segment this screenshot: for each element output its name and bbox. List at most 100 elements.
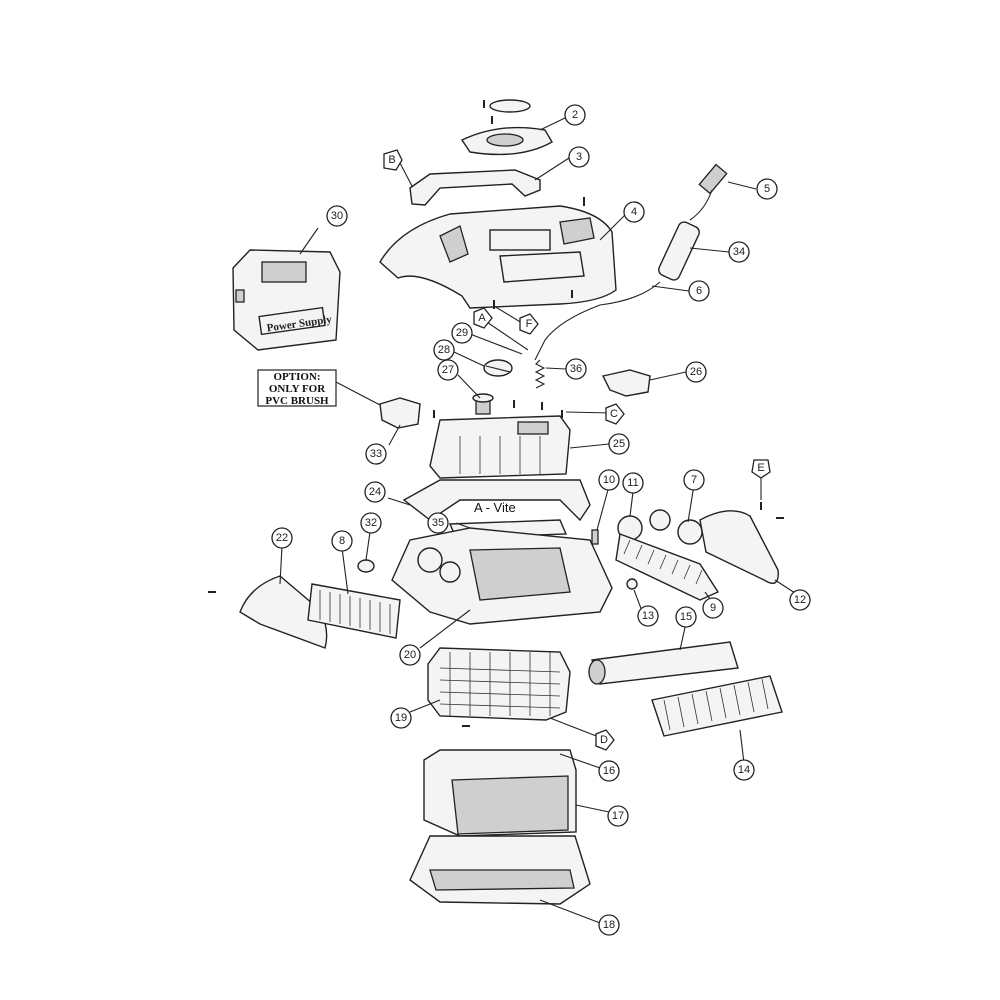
option-note-line1: OPTION: (273, 371, 320, 383)
callout-17: 17 (607, 805, 629, 827)
svg-text:E: E (757, 462, 764, 474)
callout-3: 3 (568, 146, 590, 168)
callout-8: 8 (331, 530, 353, 552)
callout-circles: 2 3 4 5 6 7 8 9 10 11 12 13 14 15 16 17 … (271, 104, 811, 936)
callout-20: 20 (399, 644, 421, 666)
svg-text:6: 6 (696, 285, 702, 297)
callout-35: 35 (427, 512, 449, 534)
callout-18: 18 (598, 914, 620, 936)
svg-text:28: 28 (438, 344, 450, 356)
svg-text:7: 7 (691, 474, 697, 486)
svg-text:F: F (526, 318, 533, 330)
part-33-clip (379, 397, 421, 429)
part-30-power-supply: Power Supply (232, 249, 341, 351)
part-25-motor-block (429, 415, 571, 479)
svg-text:36: 36 (570, 363, 582, 375)
part-3-handle (409, 169, 541, 206)
svg-text:34: 34 (733, 246, 745, 258)
svg-text:32: 32 (365, 517, 377, 529)
callout-34: 34 (728, 241, 750, 263)
tag-D: D (595, 729, 615, 751)
letter-tags: B F A C E D (383, 149, 771, 751)
svg-text:26: 26 (690, 366, 702, 378)
svg-text:11: 11 (627, 477, 638, 489)
svg-text:13: 13 (642, 610, 654, 622)
part-8-left-track (307, 583, 401, 639)
tag-E: E (751, 459, 771, 479)
part-34-swivel (658, 221, 700, 281)
part-14-brush (651, 675, 783, 737)
svg-text:24: 24 (369, 486, 381, 498)
svg-text:22: 22 (276, 532, 288, 544)
callout-27: 27 (437, 359, 459, 381)
callout-32: 32 (360, 512, 382, 534)
svg-text:3: 3 (576, 151, 582, 163)
svg-text:17: 17 (612, 810, 624, 822)
callout-26: 26 (685, 361, 707, 383)
svg-text:10: 10 (603, 474, 615, 486)
svg-text:2: 2 (572, 109, 578, 121)
svg-text:14: 14 (738, 764, 750, 776)
svg-text:D: D (600, 734, 608, 746)
callout-7: 7 (683, 469, 705, 491)
svg-text:C: C (610, 408, 618, 420)
callout-4: 4 (623, 201, 645, 223)
callout-36: 36 (565, 358, 587, 380)
callout-28: 28 (433, 339, 455, 361)
svg-text:33: 33 (370, 448, 382, 460)
part-2-top-plate (460, 126, 553, 156)
part-15-roller (588, 641, 739, 685)
callout-15: 15 (675, 606, 697, 628)
part-32-washer (357, 559, 375, 573)
part-27-28-29-fasteners (472, 359, 513, 415)
svg-text:29: 29 (456, 327, 468, 339)
callout-6: 6 (688, 280, 710, 302)
part-1-top-cap (483, 99, 531, 124)
part-12-right-side-panel (699, 510, 779, 584)
callout-24: 24 (364, 481, 386, 503)
part-26-clip (601, 369, 651, 397)
part-36-spring (534, 359, 546, 389)
part-20-chassis (391, 527, 613, 625)
tag-A: A (473, 307, 493, 329)
svg-text:9: 9 (710, 602, 716, 614)
svg-text:16: 16 (603, 765, 615, 777)
part-6-cable (534, 281, 661, 361)
svg-text:A: A (478, 312, 486, 324)
svg-text:12: 12 (794, 594, 806, 606)
tag-F: F (519, 313, 539, 335)
callout-10: 10 (598, 469, 620, 491)
svg-text:30: 30 (331, 210, 343, 222)
callout-12: 12 (789, 589, 811, 611)
part-5-connector (689, 163, 728, 221)
svg-text:8: 8 (339, 535, 345, 547)
callout-14: 14 (733, 759, 755, 781)
svg-text:27: 27 (442, 364, 454, 376)
svg-text:15: 15 (680, 611, 692, 623)
svg-text:4: 4 (631, 206, 637, 218)
svg-text:18: 18 (603, 919, 615, 931)
callout-9: 9 (702, 597, 724, 619)
callout-11: 11 (622, 472, 644, 494)
part-16-17-filter-frame (423, 749, 577, 837)
callout-19: 19 (390, 707, 412, 729)
misc-screws (208, 197, 784, 727)
callout-5: 5 (756, 178, 778, 200)
callout-33: 33 (365, 443, 387, 465)
annotation-a-vite: A - Vite (474, 500, 516, 515)
callout-16: 16 (598, 760, 620, 782)
svg-text:20: 20 (404, 649, 416, 661)
part-13-washer (626, 578, 638, 590)
part-4-main-cover (379, 205, 617, 309)
part-9-right-track (615, 533, 720, 601)
option-note: OPTION: ONLY FOR PVC BRUSH (257, 369, 337, 407)
callout-2: 2 (564, 104, 586, 126)
svg-text:25: 25 (613, 438, 625, 450)
part-10-pin (591, 529, 599, 545)
callout-30: 30 (326, 205, 348, 227)
option-note-line3: PVC BRUSH (265, 395, 329, 407)
svg-text:B: B (388, 154, 395, 166)
callout-25: 25 (608, 433, 630, 455)
tag-C: C (605, 403, 625, 425)
